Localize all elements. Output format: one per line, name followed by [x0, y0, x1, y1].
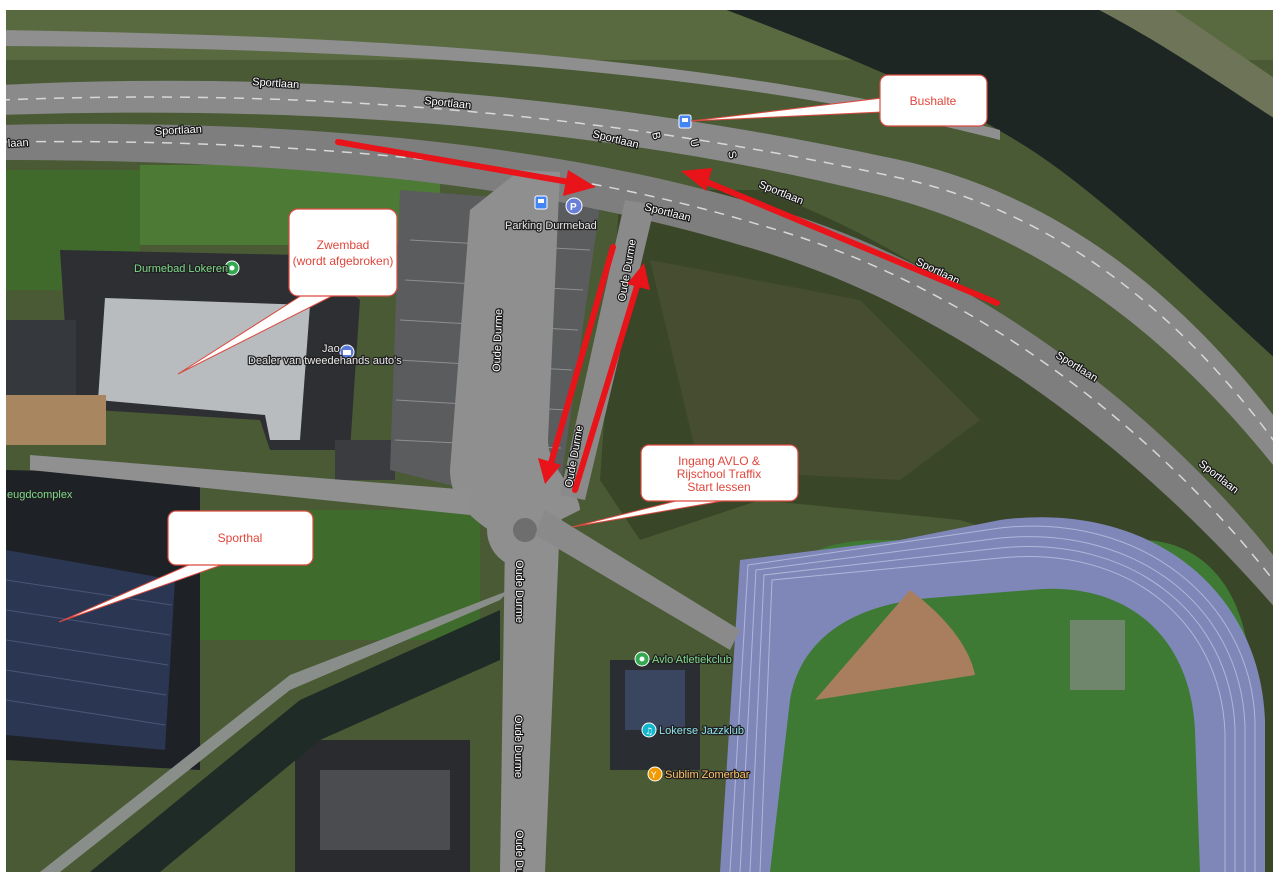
image-frame [0, 0, 6, 872]
callout-bushalte: Bushalte [690, 74, 988, 127]
callout-bushalte-text: Bushalte [910, 94, 957, 108]
forest-detail [650, 260, 980, 480]
path-west [30, 455, 470, 515]
callout-zwembad-title: Zwembad [317, 238, 370, 252]
callout-ingang-line3: Start lessen [687, 480, 750, 494]
poi-label-parking[interactable]: Parking Durmebad [504, 219, 598, 234]
route-arrow-inbound-west [335, 139, 596, 196]
sportlaan-road-north [6, 80, 1273, 466]
poi-label-dealer[interactable]: Jao [321, 342, 341, 357]
service-road [6, 30, 1000, 140]
callout-zwembad: Zwembad (wordt afgebroken) [177, 208, 398, 375]
bus-stop-icon[interactable] [678, 114, 692, 129]
callout-zwembad-subtitle: (wordt afgebroken) [293, 254, 394, 268]
callout-ingang-line1: Ingang AVLO & [678, 454, 760, 468]
poi-label-dealer-sub: Dealer van tweedehands auto's [248, 355, 402, 367]
poi-label-sublim[interactable]: Sublim Zomerbar [664, 768, 751, 783]
image-frame [0, 0, 1277, 10]
svg-text:P: P [570, 202, 577, 213]
image-frame [1273, 0, 1277, 872]
music-note-icon[interactable]: ♫ [641, 722, 657, 738]
avlo-solar [625, 670, 685, 730]
infield [815, 590, 975, 700]
road-label-oude-durme: Oude Durme [491, 309, 505, 372]
route-arrow-north [572, 263, 650, 493]
map-pin-icon[interactable] [224, 260, 240, 276]
road-label-sportlaan: Sportlaan [155, 124, 203, 138]
oude-durme-east [560, 200, 655, 500]
callout-sporthal: Sporthal [58, 510, 314, 623]
roundabout-center [513, 518, 537, 542]
route-arrow-south [538, 244, 616, 484]
athletics-track [720, 517, 1265, 872]
car-dealer-icon[interactable] [339, 344, 355, 360]
poi-label-jeugdcomplex[interactable]: eugdcomplex [6, 488, 74, 503]
route-arrow-inbound-east [681, 168, 1000, 306]
poi-label-durmebad[interactable]: Durmebad Lokeren [133, 262, 230, 277]
road-markings [6, 96, 1273, 582]
road-label-oude-durme: Oude Durme [513, 830, 525, 872]
field-structure [1070, 620, 1125, 690]
river [726, 10, 1273, 357]
poi-label-avlo[interactable]: Avlo Atletiekclub [651, 653, 733, 668]
callout-ingang-line2: Rijschool Traffix [677, 467, 761, 481]
road-label-oude-durme: Oude Durme [513, 560, 525, 623]
svg-text:♫: ♫ [645, 727, 653, 737]
poi-label-jazz[interactable]: Lokerse Jazzklub [658, 724, 746, 739]
callout-ingang: Ingang AVLO & Rijschool Traffix Start le… [571, 444, 799, 528]
building-small [335, 440, 395, 480]
callout-sporthal-text: Sporthal [218, 531, 263, 545]
road-label-sportlaan: Sportlaan [252, 76, 300, 91]
canal [90, 610, 500, 872]
parking-icon[interactable]: P [565, 197, 583, 215]
wood-area [6, 395, 106, 445]
road-label-sportlaan: Sportlaan [424, 95, 472, 112]
route-arrows [335, 139, 1000, 493]
sportlaan-road-south [6, 123, 1273, 606]
road-label-sportlaan-partial: laan [8, 137, 29, 150]
road-label-oude-durme: Oude Durme [512, 715, 524, 778]
map-pin-icon[interactable] [634, 651, 650, 667]
building-roof-south-light [320, 770, 450, 850]
cocktail-icon[interactable]: Y [647, 766, 663, 782]
track-lanes [729, 525, 1256, 872]
bus-stop-icon[interactable] [534, 195, 548, 210]
path-southeast [535, 510, 740, 650]
solar-panels [6, 550, 175, 750]
canal-walkway [40, 590, 510, 872]
svg-text:Y: Y [650, 771, 657, 781]
riverbank [1099, 10, 1273, 118]
